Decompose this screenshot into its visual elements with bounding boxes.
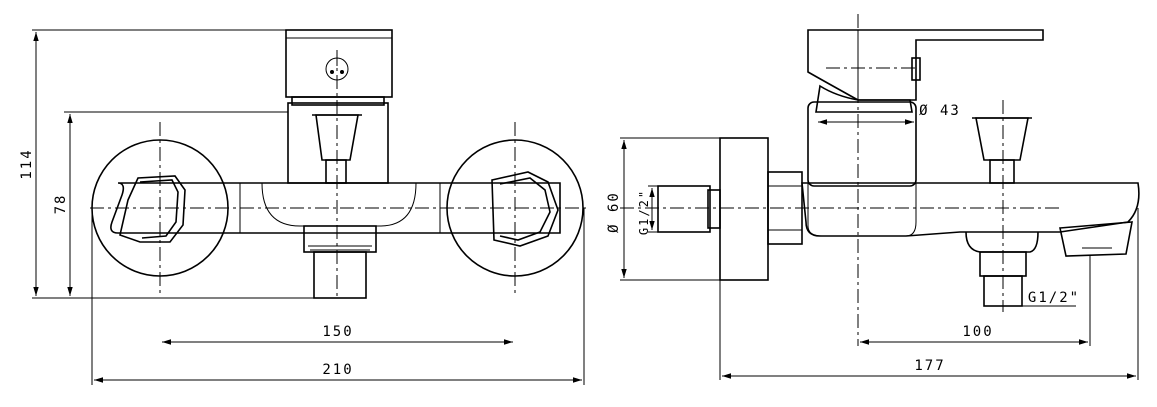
inlet-nut [707,189,721,229]
dim-label-d60: Ø 60 [606,191,622,233]
right-eccentric-inner [499,177,551,241]
dim-label-78: 78 [53,194,69,215]
side-wall-plate [719,137,769,281]
left-eccentric [119,175,186,243]
spout-aerator [303,225,377,253]
diverter-stem [325,159,347,184]
dim-label-114: 114 [19,148,35,179]
indicator-dot-right [340,70,344,74]
side-spout-nozzle [1059,221,1133,257]
front-view: 114 78 150 210 [19,29,590,385]
dim-label-g12-outlet: G1/2" [1028,290,1080,306]
side-outlet-neck [965,231,1039,253]
side-cartridge-housing [807,101,917,187]
cartridge-ring [291,96,385,106]
side-body [801,182,1140,237]
dim-label-150: 150 [322,324,353,340]
dim-label-100: 100 [962,324,993,340]
body-bulge [261,182,417,227]
side-diverter-knob [975,117,1029,161]
side-handle-pin [911,57,921,81]
right-eccentric [491,171,559,247]
side-handle-base [815,84,913,113]
shower-outlet-thread [313,251,367,299]
handle-lever [285,29,393,98]
left-eccentric-inner [139,179,179,239]
dim-label-177: 177 [914,358,945,374]
inlet-thread [657,185,711,233]
indicator-dot-left [330,70,334,74]
dim-label-210: 210 [322,362,353,378]
side-handle [807,29,1044,101]
side-view: Ø 60 G1/2" Ø 43 G1/2" 100 177 [606,14,1140,380]
dim-label-g12-inlet: G1/2" [637,189,651,235]
side-diverter-stem [989,159,1015,184]
dim-label-d43: Ø 43 [919,103,961,119]
side-body-lower [807,183,917,237]
front-body-bar [110,182,561,234]
